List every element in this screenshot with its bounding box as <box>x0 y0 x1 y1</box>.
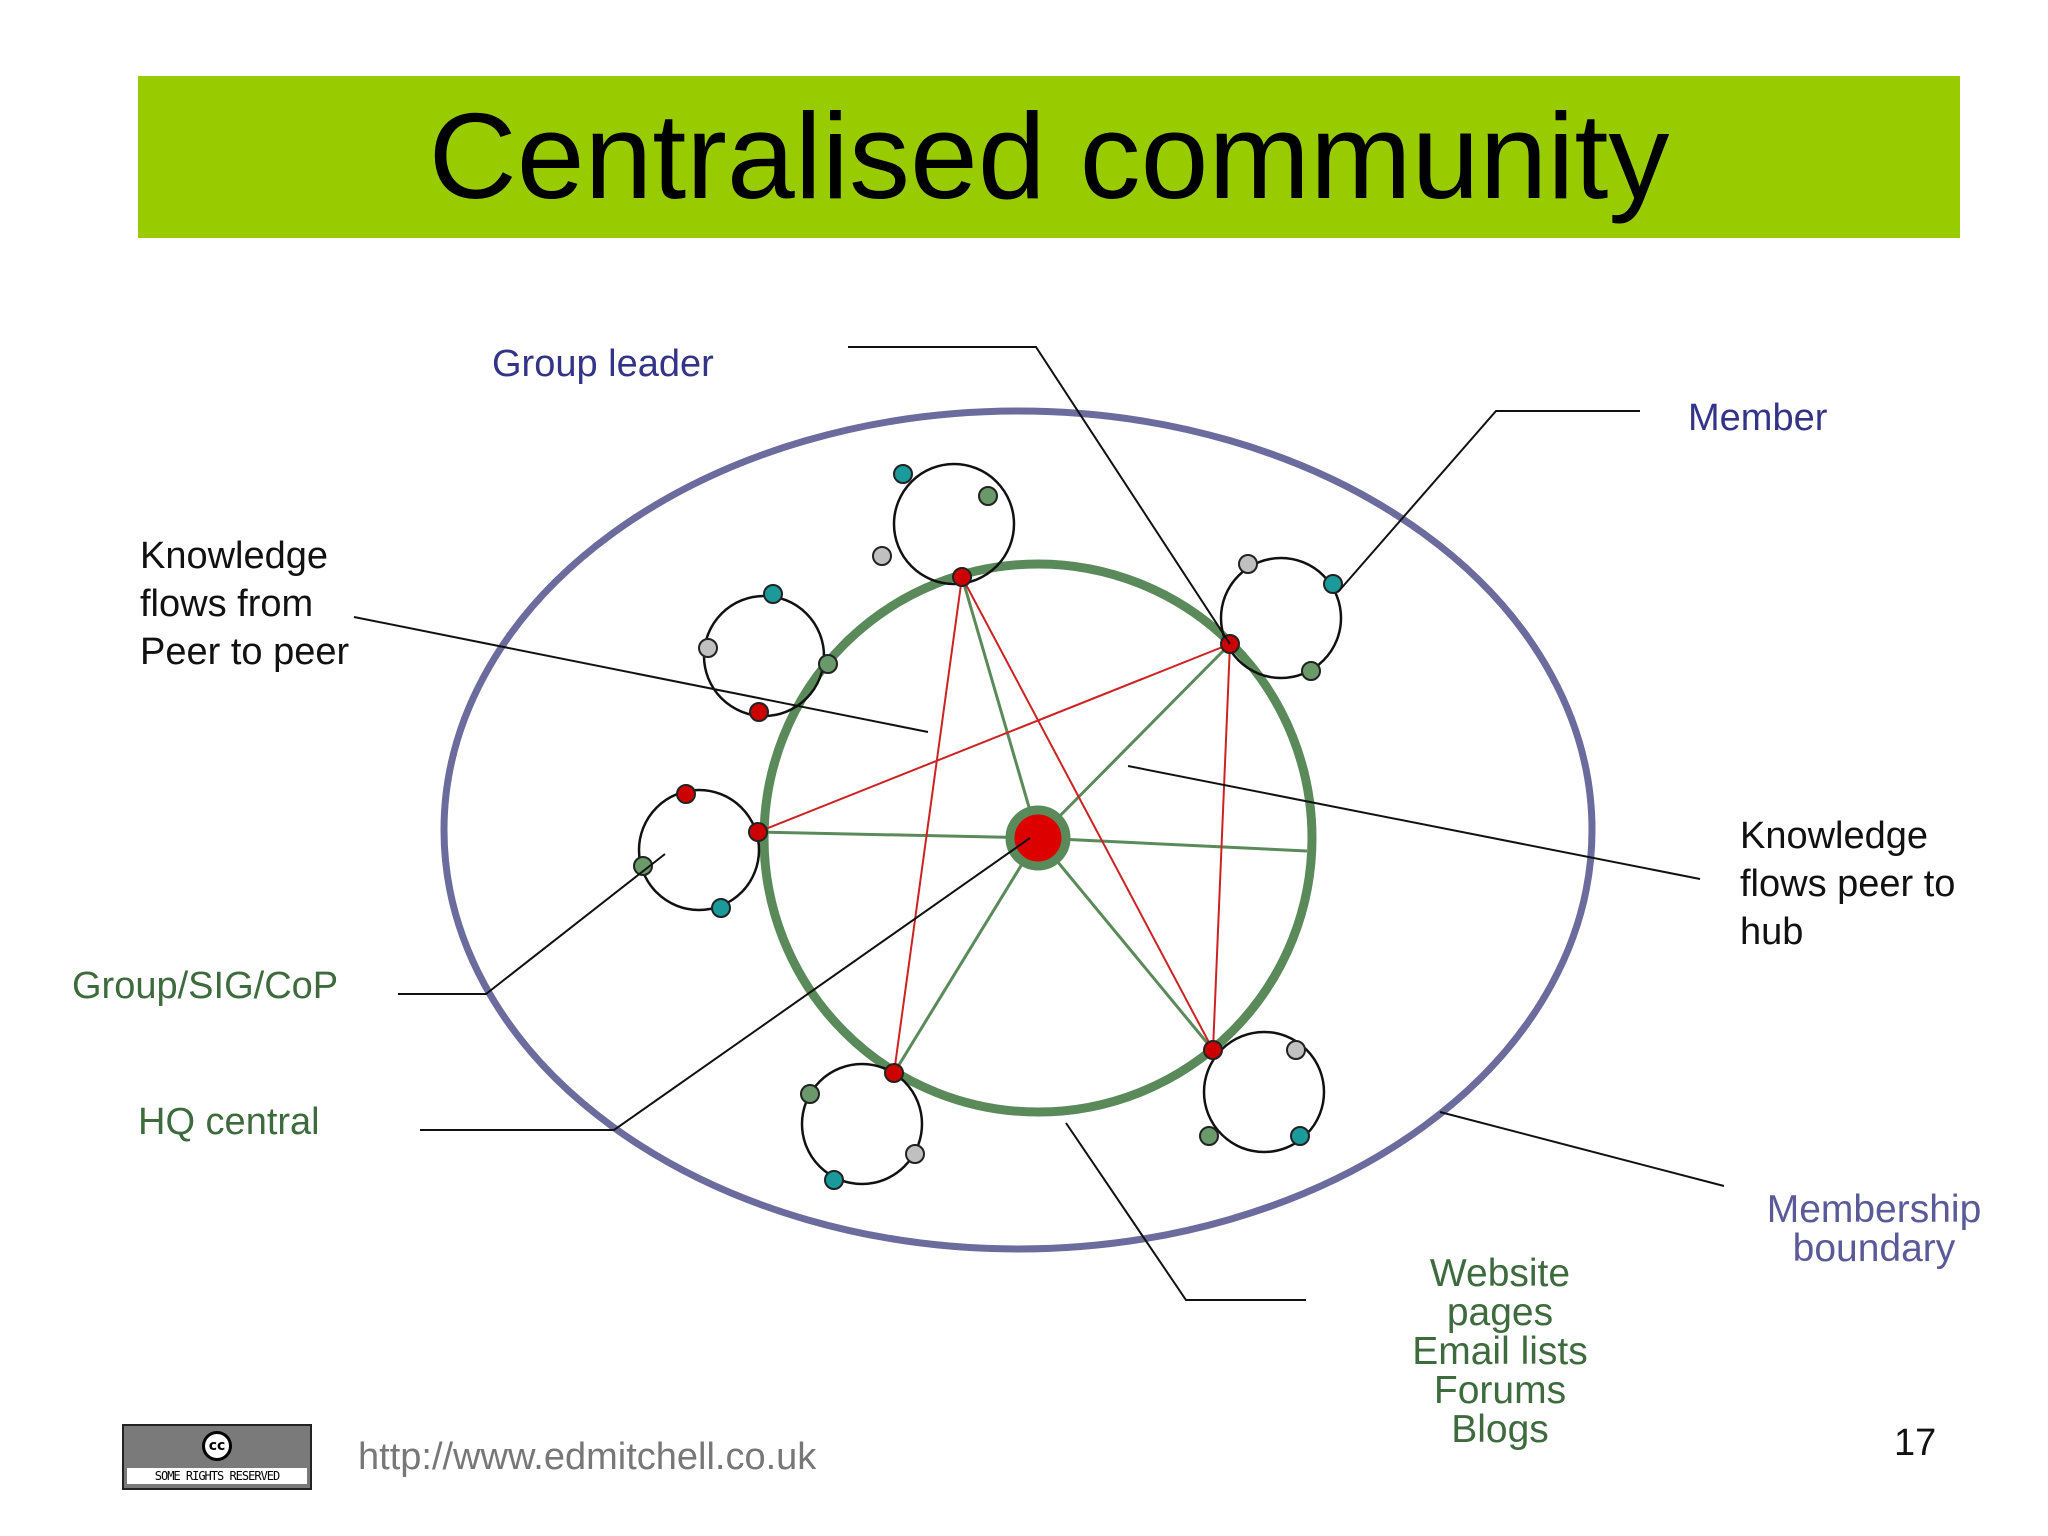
spoke-1 <box>960 576 1040 839</box>
member-icon <box>872 546 892 566</box>
peer-link-3 <box>757 643 1231 833</box>
label-channels: Website pages Email lists Forums Blogs <box>1380 1254 1620 1449</box>
callout-hq-central <box>420 837 1031 1131</box>
group-leader-icon <box>676 784 696 804</box>
page-title: Centralised community <box>428 88 1670 224</box>
label-line: flows peer to <box>1740 863 1956 905</box>
hq-hub-icon <box>1005 805 1071 871</box>
label-line: Membership <box>1766 1188 1982 1231</box>
license-badge[interactable]: cc SOME RIGHTS RESERVED <box>122 1424 312 1490</box>
label-line: Peer to peer <box>140 631 350 673</box>
peer-link-2 <box>961 576 1214 1051</box>
spoke-2 <box>1036 642 1232 840</box>
group-circles <box>637 462 1343 1186</box>
label-line: flows from <box>140 583 314 625</box>
page-number: 17 <box>1894 1422 1937 1464</box>
callout-peer-to-peer <box>353 616 929 733</box>
callout-membership-boundary <box>1439 1111 1725 1187</box>
label-line: Email lists <box>1412 1330 1588 1373</box>
member-icon <box>711 898 731 918</box>
label-line: pages <box>1446 1291 1554 1334</box>
peer-link-4 <box>1212 643 1231 1051</box>
group-circle-upper-right <box>1219 556 1343 680</box>
group-circle-left <box>637 788 761 912</box>
callout-peer-to-hub <box>1127 765 1701 880</box>
title-banner: Centralised community <box>138 76 1960 238</box>
member-icon <box>824 1170 844 1190</box>
member-icon <box>698 638 718 658</box>
membership-boundary-ellipse <box>440 407 1596 1253</box>
callout-group-leader <box>848 346 1231 645</box>
member-icon <box>1301 661 1321 681</box>
member-icon <box>893 464 913 484</box>
member-icon <box>763 584 783 604</box>
group-leader-icon <box>884 1063 904 1083</box>
callout-group-sig-cop <box>398 853 666 995</box>
member-icon <box>1199 1126 1219 1146</box>
callout-channels <box>1065 1122 1306 1301</box>
label-knowledge-peer-to-hub: Knowledge flows peer to hub <box>1740 812 1955 956</box>
group-circle-lower-right <box>1202 1030 1326 1154</box>
callout-lines <box>353 346 1725 1301</box>
spoke-3 <box>757 830 1039 840</box>
label-knowledge-peer-to-peer: Knowledge flows from Peer to peer <box>140 532 349 676</box>
group-leader-icon <box>748 822 768 842</box>
label-line: Website <box>1429 1252 1571 1295</box>
member-icon <box>1238 554 1258 574</box>
peer-links <box>757 576 1231 1074</box>
group-circle-lower-left <box>800 1062 924 1186</box>
member-icon <box>818 654 838 674</box>
label-line: boundary <box>1792 1227 1956 1270</box>
label-membership-boundary: Membership boundary <box>1752 1190 1996 1268</box>
member-icon <box>1286 1040 1306 1060</box>
label-line: Knowledge <box>1740 815 1929 857</box>
creative-commons-icon: cc <box>202 1431 232 1461</box>
license-strip: SOME RIGHTS RESERVED <box>127 1468 307 1484</box>
label-line: Forums <box>1433 1369 1567 1412</box>
group-leader-icon <box>749 702 769 722</box>
label-line: Knowledge <box>140 535 329 577</box>
member-icon <box>1290 1126 1310 1146</box>
member-icon <box>1323 574 1343 594</box>
spoke-6 <box>1036 837 1215 1051</box>
label-hq-central: HQ central <box>138 1101 320 1143</box>
spoke-5 <box>892 837 1040 1074</box>
label-member: Member <box>1688 397 1828 439</box>
label-group-sig-cop: Group/SIG/CoP <box>72 965 339 1007</box>
member-icon <box>800 1084 820 1104</box>
leader-nodes <box>676 567 1240 1083</box>
member-nodes <box>633 464 1343 1190</box>
group-leader-icon <box>1203 1040 1223 1060</box>
callout-member <box>1337 410 1640 593</box>
member-icon <box>905 1144 925 1164</box>
label-group-leader: Group leader <box>492 343 714 385</box>
label-line: hub <box>1740 911 1804 953</box>
member-icon <box>633 856 653 876</box>
label-line: Blogs <box>1451 1408 1549 1451</box>
group-leader-icon <box>952 567 972 587</box>
group-circle-top <box>892 462 1016 586</box>
member-icon <box>978 486 998 506</box>
hub-spokes <box>757 576 1308 1074</box>
footer-url[interactable]: http://www.edmitchell.co.uk <box>358 1436 817 1478</box>
peer-link-1 <box>893 576 963 1074</box>
spoke-4 <box>1037 836 1308 853</box>
group-circle-upper-left <box>702 594 826 718</box>
